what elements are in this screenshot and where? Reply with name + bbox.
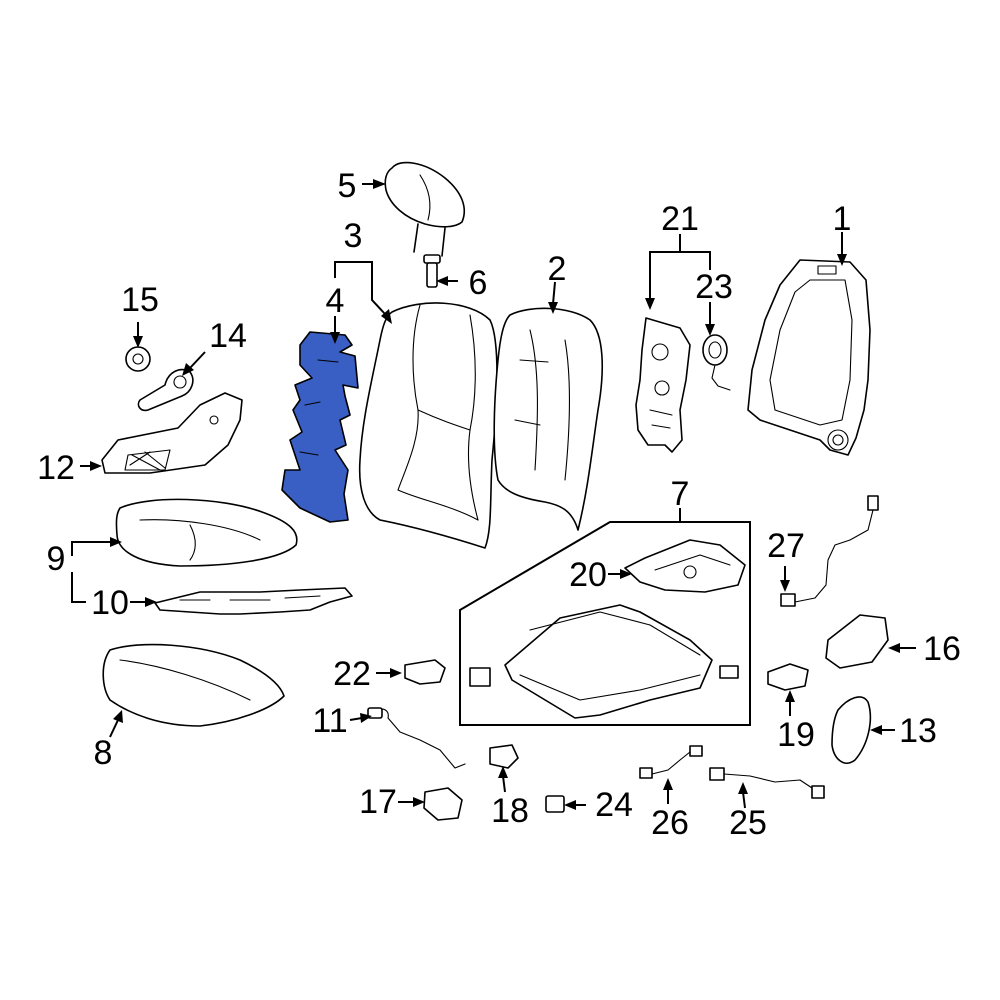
callout-6: 6 xyxy=(469,264,488,302)
seat-track-part[interactable] xyxy=(469,604,739,719)
speaker-switch-part[interactable] xyxy=(702,334,731,391)
callout-7: 7 xyxy=(671,475,690,513)
callout-17: 17 xyxy=(359,783,397,821)
harness-part-25[interactable] xyxy=(709,767,825,799)
callout-1: 1 xyxy=(833,200,852,238)
callout-14: 14 xyxy=(209,317,247,355)
callout-23: 23 xyxy=(695,268,733,306)
callout-27: 27 xyxy=(767,527,805,565)
callout-20: 20 xyxy=(569,556,607,594)
callout-12: 12 xyxy=(37,449,75,487)
headrest-part[interactable] xyxy=(384,161,466,257)
bracket-part-17[interactable] xyxy=(423,787,463,821)
callout-13: 13 xyxy=(899,712,937,750)
callout-25: 25 xyxy=(729,804,767,842)
callout-8: 8 xyxy=(94,734,113,772)
seat-back-rear-cover-part[interactable] xyxy=(493,307,604,531)
side-shield-part[interactable] xyxy=(101,392,243,474)
callout-24: 24 xyxy=(595,786,633,824)
callout-11: 11 xyxy=(312,702,347,740)
cover-part-16[interactable] xyxy=(825,614,889,669)
headrest-guide-part[interactable] xyxy=(423,254,441,288)
recliner-knob-part[interactable] xyxy=(137,368,194,412)
seat-cushion-cover-part[interactable] xyxy=(115,498,298,567)
cable-part-27[interactable] xyxy=(780,495,879,607)
seat-back-pad-part[interactable] xyxy=(281,331,359,523)
seat-heater-part[interactable] xyxy=(154,587,353,615)
clip-part-19[interactable] xyxy=(767,663,809,691)
callout-22: 22 xyxy=(333,655,371,693)
callout-2: 2 xyxy=(548,250,567,288)
clip-part-22[interactable] xyxy=(404,659,446,685)
callout-labels: 1 2 3 4 5 6 7 8 9 10 11 12 13 14 15 16 1… xyxy=(37,167,961,842)
seat-back-frame-part[interactable] xyxy=(747,259,871,456)
connector-part-24[interactable] xyxy=(545,795,565,813)
cover-part-13[interactable] xyxy=(831,696,872,764)
leader-lines xyxy=(71,179,916,810)
callout-3: 3 xyxy=(344,217,363,255)
callout-21: 21 xyxy=(661,200,699,238)
callout-16: 16 xyxy=(923,630,961,668)
seat-motor-part[interactable] xyxy=(624,539,746,593)
harness-part-26[interactable] xyxy=(639,745,703,779)
side-bracket-part[interactable] xyxy=(635,317,691,453)
callout-19: 19 xyxy=(777,716,815,754)
clip-part-18[interactable] xyxy=(489,744,519,769)
wire-part-11[interactable] xyxy=(367,707,466,769)
callout-4: 4 xyxy=(326,282,345,320)
seat-back-cover-part[interactable] xyxy=(358,302,498,549)
callout-9: 9 xyxy=(47,540,66,578)
callout-15: 15 xyxy=(121,281,159,319)
callout-10: 10 xyxy=(91,584,129,622)
callout-5: 5 xyxy=(338,167,357,205)
callout-26: 26 xyxy=(651,804,689,842)
cap-part[interactable] xyxy=(125,346,151,372)
seat-cushion-pad-part[interactable] xyxy=(102,643,285,727)
callout-18: 18 xyxy=(491,792,529,830)
seat-adjuster-group-box xyxy=(459,521,751,726)
